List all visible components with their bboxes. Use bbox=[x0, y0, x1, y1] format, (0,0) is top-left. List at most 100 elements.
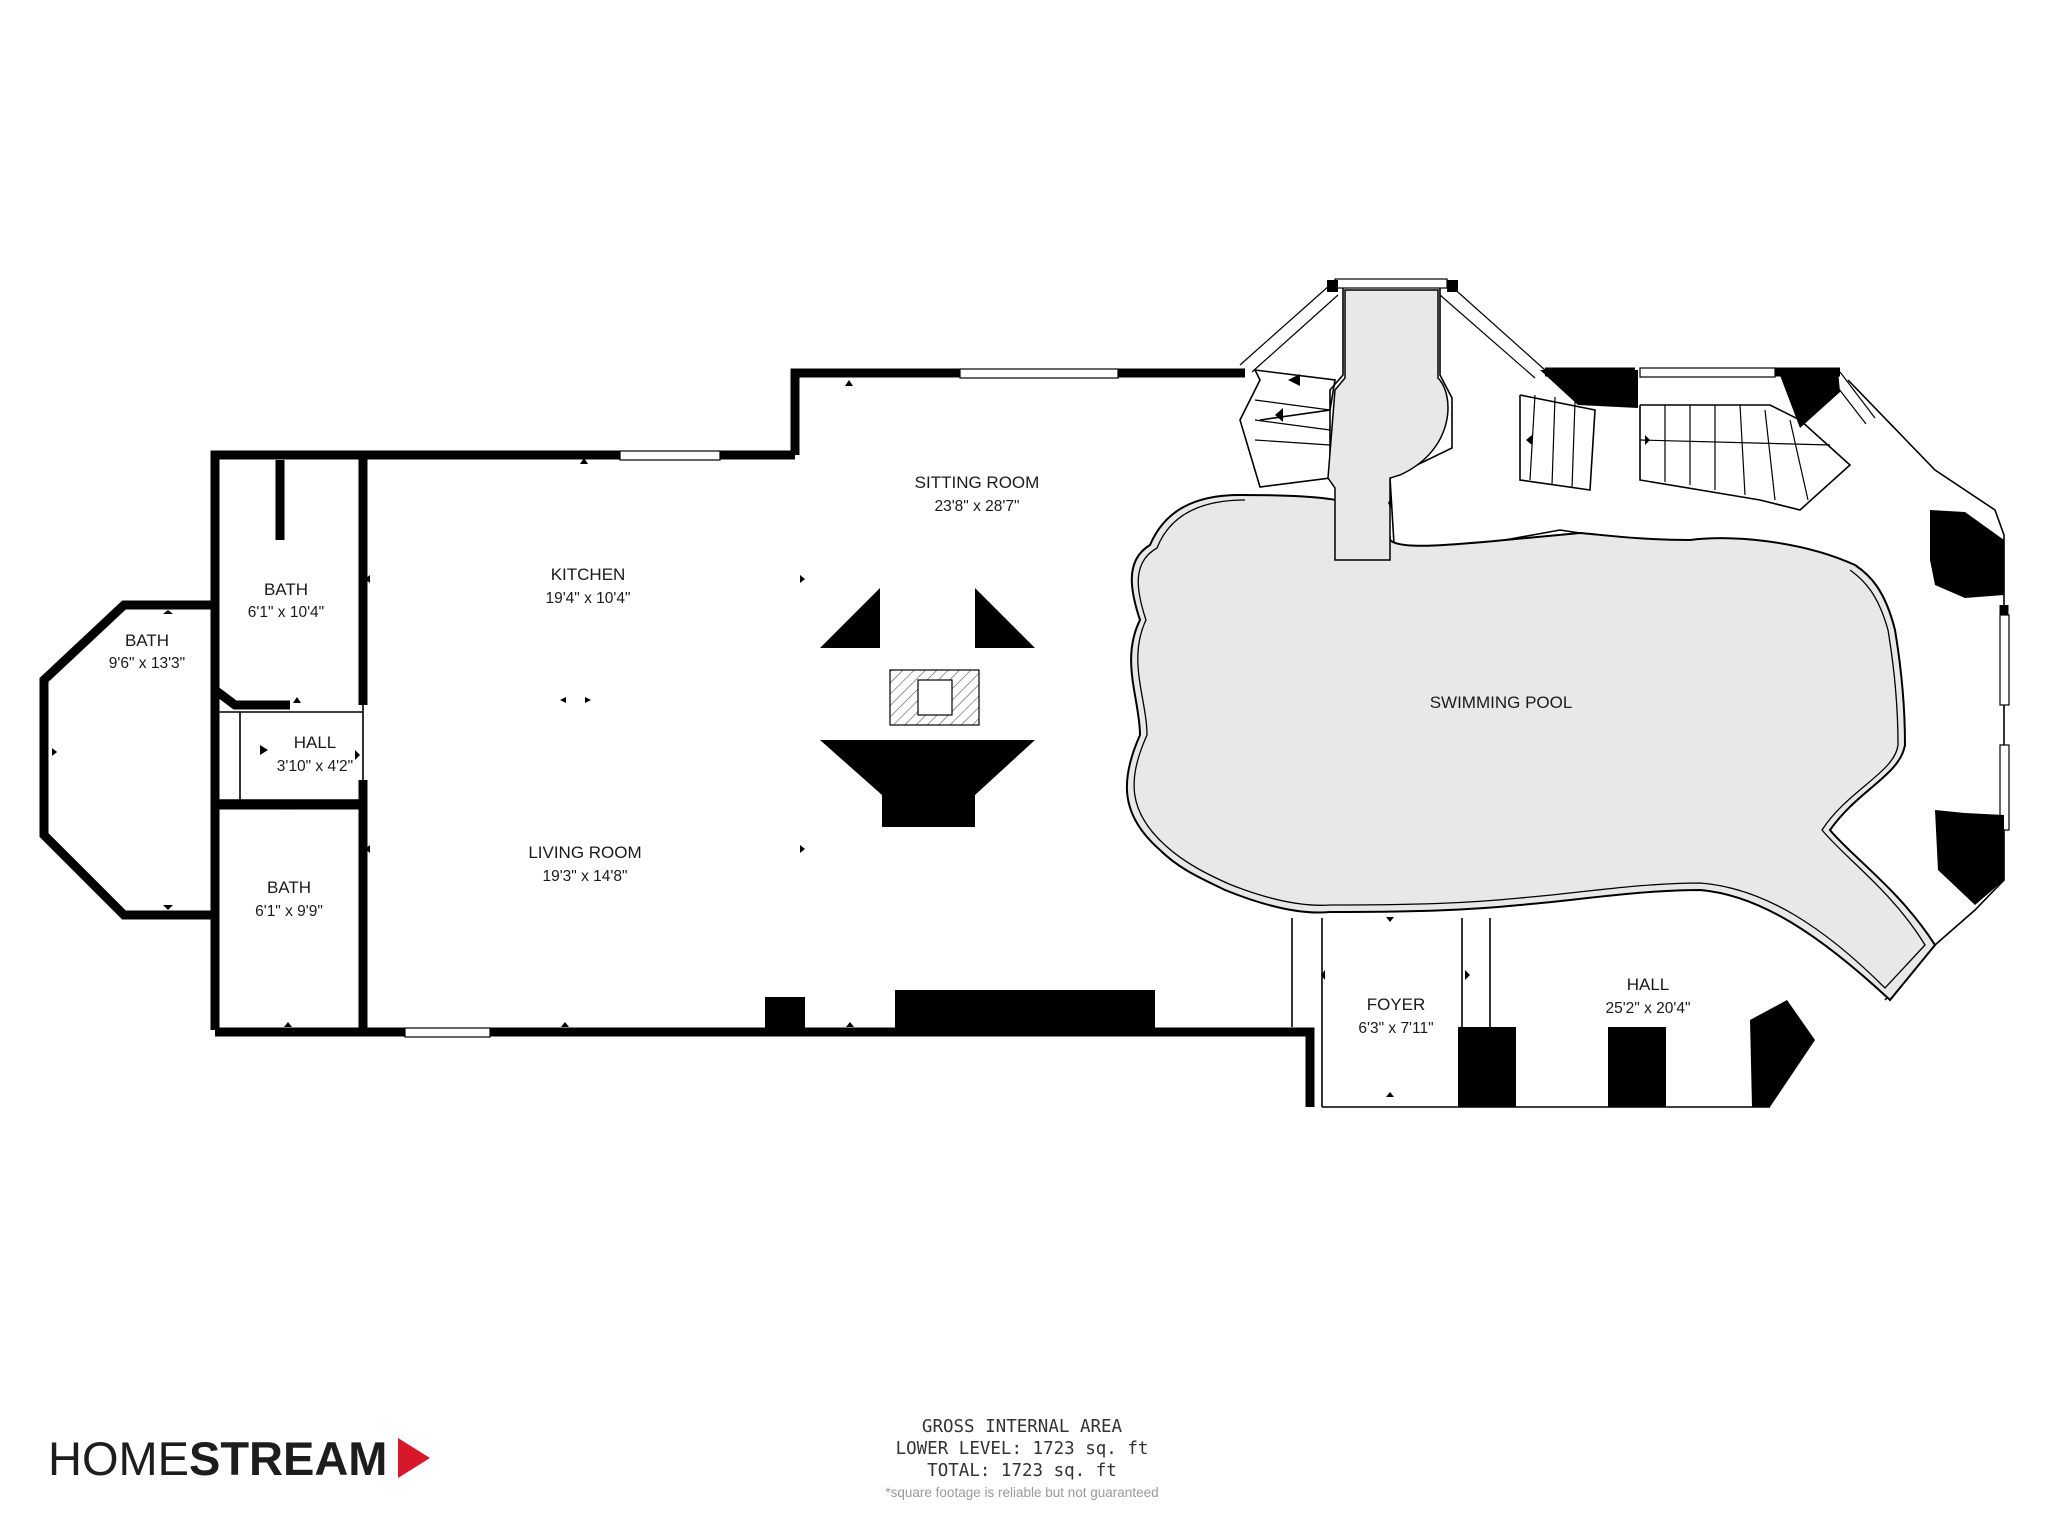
stair-tread bbox=[1529, 394, 1536, 481]
room-name: BATH bbox=[267, 878, 311, 897]
column bbox=[1458, 1027, 1516, 1107]
marker bbox=[800, 845, 805, 853]
logo-text: HOMESTREAM bbox=[48, 1432, 387, 1485]
marker bbox=[1386, 917, 1394, 922]
marker bbox=[800, 575, 805, 583]
area-total: TOTAL: 1723 sq. ft bbox=[927, 1461, 1117, 1481]
stair-wall bbox=[1639, 404, 1852, 511]
room-name: LIVING ROOM bbox=[528, 843, 641, 862]
room-name: FOYER bbox=[1367, 995, 1426, 1014]
marker bbox=[284, 1022, 292, 1027]
stair-tread bbox=[1254, 399, 1331, 411]
entry-wall bbox=[1239, 287, 1344, 488]
room-labels: BATH 9'6" x 13'3" BATH 6'1" x 10'4" HALL… bbox=[109, 473, 1691, 1037]
pool-outline bbox=[1125, 493, 1937, 1002]
hearth-block bbox=[820, 588, 880, 648]
marker bbox=[355, 750, 360, 760]
octagon-bath-wall bbox=[39, 600, 215, 920]
room-name: SWIMMING POOL bbox=[1430, 693, 1573, 712]
solid-blocks bbox=[765, 370, 2004, 1107]
logo-play-icon bbox=[398, 1438, 430, 1478]
window bbox=[404, 1027, 491, 1038]
marker bbox=[1465, 970, 1470, 980]
logo-text-stream: STREAM bbox=[189, 1432, 387, 1485]
window-bay bbox=[1439, 294, 1536, 379]
stairs bbox=[1254, 394, 1831, 501]
marker bbox=[1321, 970, 1325, 980]
marker bbox=[1645, 435, 1650, 445]
window bbox=[1334, 278, 1448, 289]
corner-posts bbox=[1327, 280, 1458, 292]
marker bbox=[560, 697, 566, 703]
window bbox=[959, 368, 1119, 379]
marker bbox=[284, 806, 292, 810]
entry-floor bbox=[1327, 289, 1449, 561]
room-dimensions: 6'1" x 10'4" bbox=[248, 604, 324, 621]
window-bay bbox=[1251, 294, 1339, 373]
south-wall-main bbox=[490, 1027, 1315, 1107]
post bbox=[1447, 280, 1458, 292]
window bbox=[619, 450, 721, 461]
stair-tread bbox=[1639, 439, 1831, 446]
marker bbox=[585, 697, 591, 703]
room-dimensions: 6'3" x 7'11" bbox=[1358, 1020, 1433, 1037]
room-dimensions: 9'6" x 13'3" bbox=[109, 655, 185, 672]
block bbox=[1540, 370, 1638, 408]
area-lower-level: LOWER LEVEL: 1723 sq. ft bbox=[896, 1439, 1149, 1459]
windows bbox=[404, 278, 2010, 1038]
marker bbox=[580, 458, 588, 464]
room-name: HALL bbox=[294, 733, 337, 752]
column bbox=[1935, 810, 2004, 905]
stair-wall bbox=[1519, 394, 1596, 491]
marker bbox=[163, 905, 173, 910]
stair-tread bbox=[1254, 419, 1331, 431]
hearth-base bbox=[820, 740, 1035, 827]
marker bbox=[52, 748, 57, 756]
window bbox=[1999, 744, 2010, 831]
room-dimensions: 3'10" x 4'2" bbox=[277, 758, 353, 775]
homestream-logo: HOMESTREAM bbox=[48, 1432, 430, 1485]
room-dimensions: 19'4" x 10'4" bbox=[545, 590, 630, 607]
logo-text-home: HOME bbox=[48, 1432, 189, 1485]
marker bbox=[561, 1022, 569, 1027]
marker bbox=[1288, 374, 1300, 386]
window-bay bbox=[1449, 284, 1546, 371]
window-bay bbox=[1839, 371, 1876, 419]
block bbox=[765, 997, 805, 1032]
west-block-wall bbox=[210, 450, 620, 1030]
marker bbox=[260, 745, 268, 755]
octagon-hall-wall bbox=[1847, 379, 2005, 1001]
marker bbox=[1275, 408, 1283, 422]
stair-tread bbox=[1789, 419, 1809, 501]
room-name: HALL bbox=[1627, 975, 1670, 994]
window-bay bbox=[1239, 284, 1331, 366]
marker bbox=[1388, 496, 1392, 510]
marker bbox=[293, 697, 301, 703]
marker bbox=[365, 575, 370, 583]
door-markers bbox=[52, 374, 1650, 1097]
area-heading: GROSS INTERNAL AREA bbox=[922, 1417, 1123, 1437]
marker bbox=[365, 845, 370, 853]
pool-inner-edge bbox=[1133, 499, 1926, 989]
post bbox=[1327, 280, 1338, 292]
interior-wall bbox=[212, 686, 290, 710]
column bbox=[1750, 1000, 1815, 1107]
marker bbox=[1386, 1092, 1394, 1097]
block bbox=[1778, 370, 1840, 428]
marker bbox=[163, 610, 173, 614]
area-disclaimer: *square footage is reliable but not guar… bbox=[885, 1485, 1158, 1500]
fireplace-opening bbox=[917, 679, 953, 716]
room-dimensions: 19'3" x 14'8" bbox=[542, 868, 627, 885]
room-dimensions: 25'2" x 20'4" bbox=[1605, 1000, 1690, 1017]
room-dimensions: 23'8" x 28'7" bbox=[934, 498, 1019, 515]
marker bbox=[846, 1022, 854, 1027]
marker bbox=[1526, 435, 1532, 445]
window bbox=[1639, 367, 1776, 378]
north-step-wall bbox=[790, 368, 960, 455]
stair-tread bbox=[1254, 439, 1331, 446]
room-name: BATH bbox=[125, 631, 169, 650]
room-name: KITCHEN bbox=[551, 565, 626, 584]
window bbox=[1999, 614, 2010, 706]
room-dimensions: 6'1" x 9'9" bbox=[255, 903, 323, 920]
